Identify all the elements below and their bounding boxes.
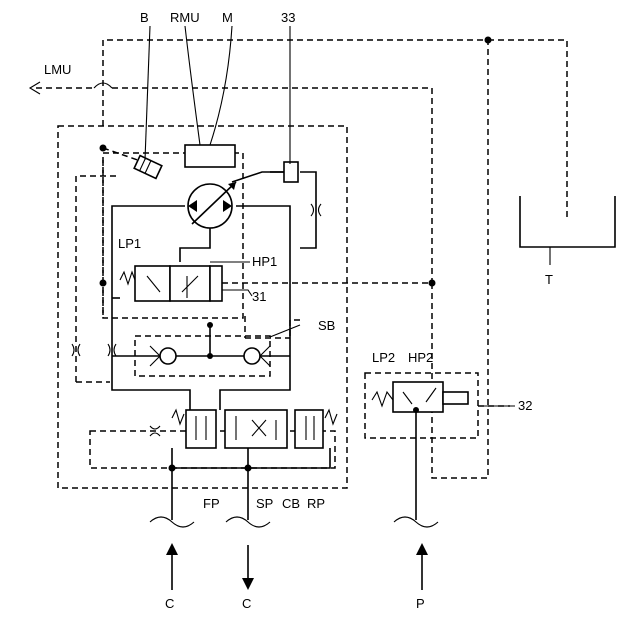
motor-assembly xyxy=(134,145,321,228)
label-HP2: HP2 xyxy=(408,350,433,365)
label-M: M xyxy=(222,10,233,25)
label-SP: SP xyxy=(256,496,273,511)
label-port-P: P xyxy=(416,596,425,611)
label-CB: CB xyxy=(282,496,300,511)
label-B: B xyxy=(140,10,149,25)
actuator-33 xyxy=(284,162,298,182)
label-31: 31 xyxy=(252,289,266,304)
hydraulic-lines xyxy=(112,172,416,520)
valve-31 xyxy=(120,262,250,301)
label-RMU: RMU xyxy=(170,10,200,25)
label-32: 32 xyxy=(518,398,532,413)
label-HP1: HP1 xyxy=(252,254,277,269)
label-SB: SB xyxy=(318,318,335,333)
valve-32 xyxy=(372,382,468,412)
label-LP2: LP2 xyxy=(372,350,395,365)
selector-valve xyxy=(150,410,337,448)
label-port-C1: C xyxy=(165,596,174,611)
label-LMU: LMU xyxy=(44,62,71,77)
labels: B RMU M 33 LMU LP1 HP1 31 SB LP2 HP2 32 … xyxy=(44,10,553,611)
label-33: 33 xyxy=(281,10,295,25)
label-T: T xyxy=(545,272,553,287)
label-LP1: LP1 xyxy=(118,236,141,251)
label-FP: FP xyxy=(203,496,220,511)
motor-block-M xyxy=(185,145,235,167)
label-port-C2: C xyxy=(242,596,251,611)
label-RP: RP xyxy=(307,496,325,511)
